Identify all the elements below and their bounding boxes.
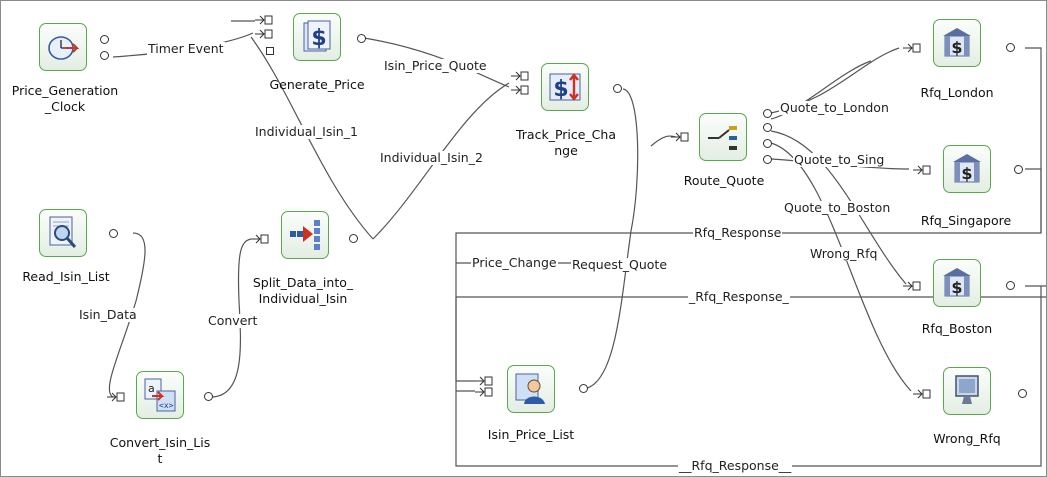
node-label-rfq-boston: Rfq_Boston [921,321,993,336]
svg-text:$: $ [951,278,962,297]
node-label-read-isin-list: Read_Isin_List [22,269,110,284]
split-inport[interactable] [251,234,269,244]
edge-label-isin-price-quote: Isin_Price_Quote [383,58,488,73]
node-track-price-change[interactable]: $ [541,63,589,111]
track-outport[interactable] [613,84,622,93]
boston-inport[interactable] [903,281,921,291]
node-label-isin-price-list: Isin_Price_List [487,427,575,442]
sing-inport[interactable] [913,165,931,175]
wrong-outport[interactable] [1018,389,1027,398]
sing-outport[interactable] [1014,165,1023,174]
node-split-data[interactable] [281,211,329,259]
edge-label-individual-isin-2: Individual_Isin_2 [379,150,484,165]
convert-outport[interactable] [204,392,213,401]
edge-label-quote-to-sing: Quote_to_Sing [793,152,886,167]
edge-label-rfq-response-2: _Rfq_Response_ [688,289,790,304]
node-wrong-rfq[interactable] [943,367,991,415]
track-inport-1[interactable] [511,71,529,81]
wire-quote-to-london-b[interactable] [770,60,872,120]
bank-icon: $ [943,268,971,297]
node-rfq-singapore[interactable]: $ [943,145,991,193]
edge-label-price-change: Price_Change [471,255,558,270]
isin-inport-2[interactable] [475,387,493,397]
edge-label-rfq-response-3: __Rfq_Response__ [678,458,793,473]
svg-text:$: $ [311,26,326,51]
wire-request-quote[interactable] [582,88,639,390]
svg-text:<x>: <x> [159,401,174,410]
isin-inport-1[interactable] [475,376,493,386]
edge-label-quote-to-london: Quote_to_London [779,100,890,115]
node-label-convert-isin-list: Convert_Isin_Lis t [109,435,211,466]
gen-inport-3[interactable] [266,47,274,55]
monitor-icon [955,375,979,404]
route-outport-3[interactable] [763,139,772,148]
clock-icon [48,36,79,60]
london-outport[interactable] [1006,43,1015,52]
bank-icon: $ [953,154,981,183]
isin-outport[interactable] [579,384,588,393]
edge-label-rfq-response-1: Rfq_Response [693,225,783,240]
convert-inport[interactable] [107,392,125,402]
node-label-rfq-singapore: Rfq_Singapore [920,213,1012,228]
edge-label-quote-to-boston: Quote_to_Boston [783,200,892,215]
edge-label-request-quote: Request_Quote [571,257,669,272]
read-outport[interactable] [109,229,118,238]
gen-outport[interactable] [357,34,366,43]
gen-inport-1[interactable] [255,15,273,25]
svg-text:$: $ [951,38,962,57]
node-label-wrong-rfq: Wrong_Rfq [933,431,1001,446]
node-convert-isin-list[interactable]: a <x> [136,371,184,419]
boston-outport[interactable] [1006,281,1015,290]
edge-label-convert: Convert [207,313,259,328]
node-isin-price-list[interactable] [507,365,555,413]
split-arrow-icon [290,220,320,250]
node-label-split-data: Split_Data_into_ Individual_Isin [252,275,354,306]
route-outport-4[interactable] [763,155,772,164]
london-inport[interactable] [903,43,921,53]
track-inport-2[interactable] [511,85,529,95]
clock-outport-2[interactable] [100,51,109,60]
edge-label-wrong-rfq: Wrong_Rfq [809,246,879,261]
router-switch-icon [708,126,737,150]
clock-outport-1[interactable] [100,35,109,44]
node-label-clock: Price_Generation _Clock [11,83,119,114]
wire-convert[interactable] [210,238,252,398]
route-outport-2[interactable] [763,123,772,132]
svg-text:a: a [148,382,155,395]
bank-icon: $ [943,28,971,57]
node-rfq-boston[interactable]: $ [933,259,981,307]
svg-text:$: $ [961,164,972,183]
route-outport-1[interactable] [763,109,772,118]
convert-document-icon: a <x> [144,378,176,412]
wire-isin-data[interactable] [108,232,146,398]
magnifier-document-icon [49,216,77,248]
dollar-arrows-icon: $ [549,73,581,102]
person-icon [515,373,545,404]
wire-wrong-rfq[interactable] [770,142,912,392]
node-rfq-london[interactable]: $ [933,19,981,67]
edge-label-individual-isin-1: Individual_Isin_1 [254,124,359,139]
edge-label-isin-data: Isin_Data [78,307,138,322]
wire-quote-to-boston[interactable] [770,130,907,285]
route-inport[interactable] [671,132,689,142]
dollar-document-icon: $ [303,20,331,52]
edge-label-timer-event: Timer Event [147,41,225,56]
split-outport[interactable] [349,234,358,243]
wrong-inport[interactable] [913,389,931,399]
node-generate-price[interactable]: $ [293,13,341,61]
svg-text:$: $ [553,77,568,102]
node-price-generation-clock[interactable] [39,23,87,71]
wire-rfq-response-1b[interactable] [1025,168,1042,233]
node-label-rfq-london: Rfq_London [920,85,994,100]
gen-inport-2[interactable] [255,29,273,39]
node-read-isin-list[interactable] [39,209,87,257]
node-label-generate-price: Generate_Price [269,77,365,92]
node-route-quote[interactable] [699,113,747,161]
node-label-route-quote: Route_Quote [683,173,765,188]
node-label-track-price-change: Track_Price_Cha nge [515,127,616,158]
